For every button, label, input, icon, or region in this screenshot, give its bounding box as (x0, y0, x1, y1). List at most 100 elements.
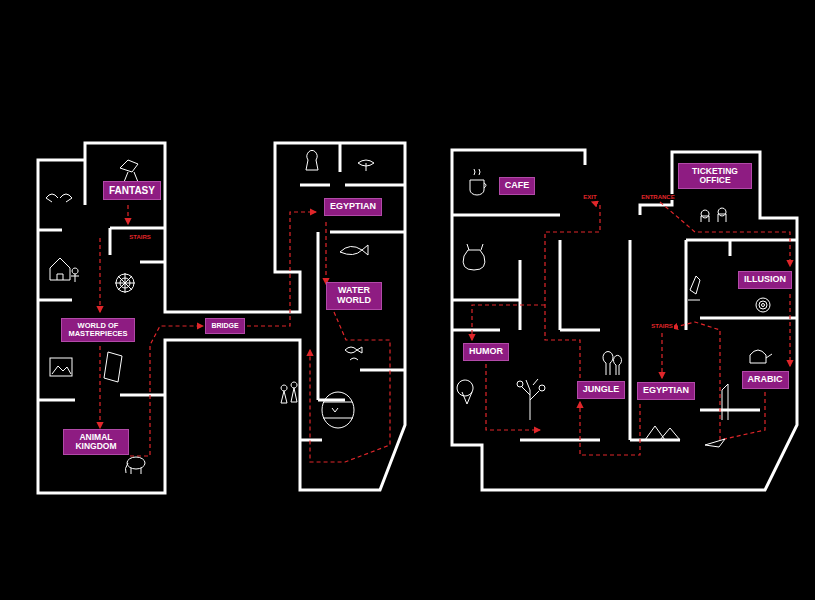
wall (109, 228, 112, 255)
wall (84, 160, 87, 205)
wall (685, 240, 688, 330)
room-name: BRIDGE (211, 322, 238, 330)
people-icon (701, 208, 726, 222)
room-name: WATER WORLD (332, 286, 376, 306)
elephant-icon (125, 463, 141, 474)
room-label: EGYPTIAN (637, 382, 695, 400)
wall (120, 394, 165, 397)
route-line (789, 294, 790, 366)
spiral-icon (756, 298, 770, 312)
room-name: EGYPTIAN (330, 202, 376, 212)
easel-icon (104, 352, 122, 382)
wall (38, 229, 62, 232)
wall (559, 240, 562, 330)
wall (317, 232, 320, 400)
eye-icon (358, 160, 374, 171)
wall (686, 239, 797, 242)
wall (318, 399, 345, 402)
wall (339, 143, 342, 172)
wall (520, 439, 600, 442)
wall (729, 240, 732, 256)
room-label: WATER WORLD (326, 282, 382, 310)
room-label: ILLUSION (738, 271, 792, 289)
route-line (661, 333, 662, 378)
route-line (99, 238, 100, 312)
room-name: ANIMAL KINGDOM (69, 433, 123, 452)
room-name: FANTASY (109, 185, 155, 196)
tree-icon (522, 379, 539, 420)
wall (300, 439, 322, 442)
room-name: CAFE (505, 181, 530, 191)
pharaoh-icon (306, 150, 318, 170)
web-icon (116, 274, 134, 292)
painting-icon (50, 358, 72, 376)
fish-icon (345, 347, 362, 360)
room-name: EGYPTIAN (643, 386, 689, 396)
route-label: EXIT (582, 194, 597, 200)
wall (140, 261, 165, 264)
wall (345, 184, 405, 187)
room-label: TICKETING OFFICE (678, 163, 752, 190)
room-label: ARABIC (742, 371, 789, 389)
room-name: JUNGLE (583, 385, 620, 395)
room-label: HUMOR (463, 343, 509, 361)
route-label: STAIRS (650, 323, 674, 329)
room-name: HUMOR (469, 347, 503, 357)
route-line (472, 305, 545, 340)
tower-icon (722, 384, 728, 420)
route-label: ENTRANCE (640, 194, 675, 200)
room-label: WORLD OF MASTERPIECES (61, 318, 135, 343)
room-label: FANTASY (103, 181, 161, 200)
person-icon (71, 268, 79, 282)
wall (700, 409, 760, 412)
route-line (310, 312, 390, 462)
route-line (486, 364, 540, 430)
balloon-icon (457, 380, 473, 404)
wall (38, 299, 72, 302)
room-label: BRIDGE (205, 318, 244, 334)
room-label: ANIMAL KINGDOM (63, 429, 129, 456)
wall (452, 150, 797, 490)
painting-icon (52, 366, 71, 374)
room-label: CAFE (499, 177, 536, 195)
web-icon (115, 273, 135, 293)
room-label: JUNGLE (577, 381, 626, 399)
illusion-icon (688, 276, 700, 300)
pyramid-icon (645, 426, 680, 440)
route-line (247, 212, 316, 326)
route-line (545, 202, 600, 378)
route-line (325, 222, 326, 284)
route-line (660, 202, 790, 266)
pot-icon (322, 392, 354, 428)
wall (452, 299, 520, 302)
walls (38, 143, 797, 493)
route (100, 202, 790, 462)
wall (560, 329, 600, 332)
house-icon (50, 258, 70, 280)
spiral-icon (762, 304, 765, 307)
room-name: TICKETING OFFICE (684, 167, 746, 186)
wall (452, 214, 560, 217)
wall (700, 317, 797, 320)
teapot-icon (750, 350, 772, 363)
route-line (99, 346, 100, 428)
fruit-icon (517, 381, 523, 387)
wall (110, 227, 165, 230)
spiral-icon (759, 301, 767, 309)
wall (330, 231, 405, 234)
dolphin-icon (340, 245, 368, 255)
wall (629, 240, 632, 440)
route-line (580, 402, 640, 455)
room-label: EGYPTIAN (324, 198, 382, 216)
room-name: ARABIC (748, 375, 783, 385)
room-name: ILLUSION (744, 275, 786, 285)
wings-icon (46, 194, 72, 202)
route-line (130, 326, 203, 456)
route-label: STAIRS (128, 234, 152, 240)
room-name: WORLD OF MASTERPIECES (67, 322, 129, 339)
elephant-icon (127, 457, 145, 469)
penguin-icon (281, 382, 297, 403)
route-line (127, 205, 128, 224)
